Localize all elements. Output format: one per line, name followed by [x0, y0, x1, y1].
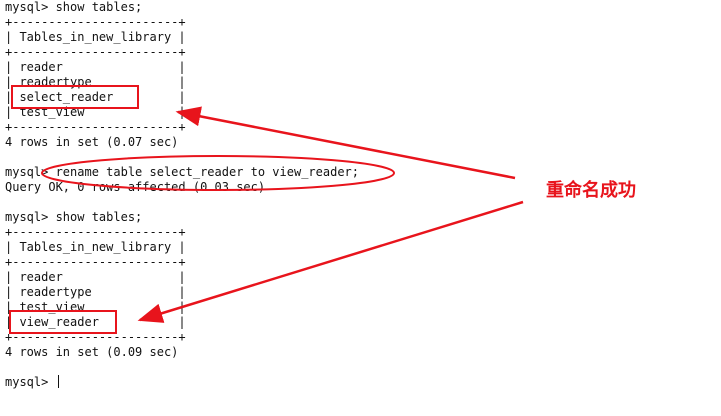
- prompt-line: mysql> show tables;: [5, 210, 143, 224]
- table-row: | reader |: [5, 270, 186, 284]
- table-border: +-----------------------+: [5, 225, 186, 239]
- table-border: +-----------------------+: [5, 15, 186, 29]
- rename-command: mysql> rename table select_reader to vie…: [5, 165, 360, 179]
- arrow-to-new-name: [137, 200, 524, 323]
- prompt-text: mysql>: [5, 375, 56, 389]
- table-row: | readertype |: [5, 285, 186, 299]
- table-header: | Tables_in_new_library |: [5, 30, 186, 44]
- table-row: | reader |: [5, 60, 186, 74]
- table-row: | test_view |: [5, 300, 186, 314]
- table-row: | test_view |: [5, 105, 186, 119]
- table-border: +-----------------------+: [5, 330, 186, 344]
- table-row: | view_reader |: [5, 315, 186, 329]
- query-result: Query OK, 0 rows affected (0.03 sec): [5, 180, 266, 194]
- table-border: +-----------------------+: [5, 45, 186, 59]
- result-summary: 4 rows in set (0.09 sec): [5, 345, 179, 359]
- table-border: +-----------------------+: [5, 120, 186, 134]
- prompt-line: mysql> show tables;: [5, 0, 143, 14]
- text-cursor: [57, 375, 59, 388]
- current-prompt[interactable]: mysql>: [5, 375, 59, 390]
- result-summary: 4 rows in set (0.07 sec): [5, 135, 179, 149]
- rename-success-label: 重命名成功: [546, 180, 636, 201]
- table-row: | readertype |: [5, 75, 186, 89]
- table-border: +-----------------------+: [5, 255, 186, 269]
- table-header: | Tables_in_new_library |: [5, 240, 186, 254]
- table-row: | select_reader |: [5, 90, 186, 104]
